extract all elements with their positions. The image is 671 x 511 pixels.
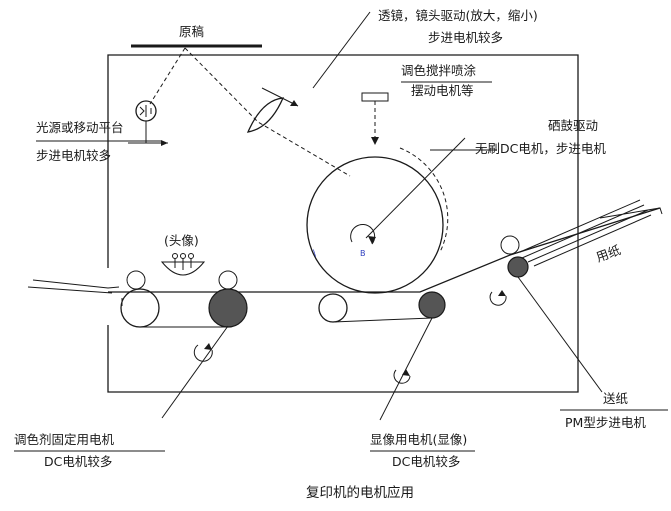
label-head: (头像): [164, 233, 199, 248]
paper-path: [108, 207, 661, 293]
blue-mark-2: B: [360, 249, 366, 258]
label-light-2: 步进电机较多: [36, 148, 111, 163]
photosensitive-drum: \ B: [306, 137, 466, 294]
heater-head: [160, 253, 206, 276]
light-source-lamp: [128, 100, 168, 146]
label-light-1: 光源或移动平台: [36, 120, 124, 135]
lens-icon: [246, 11, 371, 133]
label-dev-1: 显像用电机(显像): [370, 432, 467, 447]
feed-roller-pair: [489, 235, 603, 393]
fixing-roller-pair: [120, 270, 248, 328]
label-fix-2: DC电机较多: [44, 454, 112, 469]
exit-tray: [27, 279, 120, 294]
label-toner-2: 摆动电机等: [411, 83, 474, 98]
label-lens-1: 透镜，镜头驱动(放大，缩小): [378, 8, 538, 23]
toner-stirring-unit: [361, 92, 389, 145]
label-paper: 用纸: [594, 242, 623, 265]
fixing-motor-arrow: [161, 325, 229, 419]
paper-stack: [519, 199, 663, 267]
label-original: 原稿: [179, 24, 204, 39]
label-fix-1: 调色剂固定用电机: [14, 432, 115, 447]
label-dev-2: DC电机较多: [392, 454, 460, 469]
label-drum-2: 无刷DC电机，步进电机: [475, 141, 606, 156]
label-drum-1: 硒鼓驱动: [548, 118, 598, 133]
figure-caption: 复印机的电机应用: [306, 484, 414, 501]
developing-roller-pair: [318, 291, 446, 421]
housing-frame: [107, 54, 579, 393]
label-lens-2: 步进电机较多: [428, 30, 503, 45]
label-toner-1: 调色搅拌喷涂: [401, 63, 477, 78]
blue-mark: \: [313, 249, 317, 259]
optical-path: [149, 47, 351, 177]
label-feed-1: 送纸: [603, 391, 629, 406]
label-feed-2: PM型步进电机: [565, 415, 646, 430]
